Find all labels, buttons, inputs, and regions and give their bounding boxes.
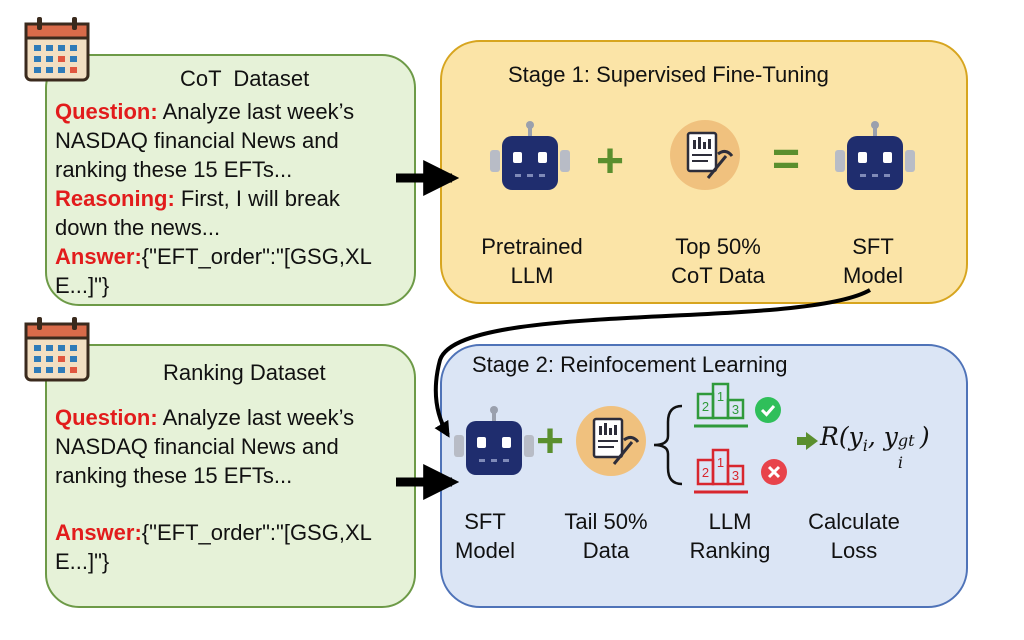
- cot-dataset-title: CoT Dataset: [180, 66, 310, 91]
- question-text: Analyze last week’s: [157, 405, 355, 430]
- top-cot-data-label: Top 50% CoT Data: [648, 232, 788, 290]
- reasoning-text: First, I will break: [174, 186, 340, 211]
- tail-data-label: Tail 50% Data: [551, 507, 661, 565]
- robot-icon: [835, 121, 915, 190]
- robot-icon: [454, 406, 534, 475]
- calendar-icon: [24, 317, 90, 382]
- arrow-sft-to-stage2: [433, 288, 871, 438]
- reward-R: R(y: [820, 422, 863, 451]
- cot-reasoning-line: Reasoning: First, I will break: [55, 184, 415, 213]
- ranking-question-line-2: NASDAQ financial News and: [55, 434, 339, 459]
- podium-2: 2: [702, 465, 709, 480]
- stage2-box: [440, 344, 968, 608]
- llm-ranking-label: LLM Ranking: [680, 507, 780, 565]
- podium-3: 3: [732, 402, 739, 417]
- sft-model-label: SFT Model: [818, 232, 928, 290]
- data-document-icon: [576, 406, 646, 476]
- answer-label: Answer:: [55, 244, 142, 269]
- question-text: Analyze last week’s: [157, 99, 355, 124]
- ranking-dataset-content: Question: Analyze last week’s NASDAQ fin…: [55, 403, 415, 490]
- podium-2: 2: [702, 399, 709, 414]
- llm-label-line2: Ranking: [689, 538, 771, 563]
- ranking-question-line: Question: Analyze last week’s: [55, 403, 415, 432]
- calculate-loss-label: Calculate Loss: [796, 507, 912, 565]
- plus-sign: +: [596, 135, 625, 188]
- sft-label-line2: Model: [843, 263, 903, 288]
- brace-icon: [653, 404, 683, 486]
- cot-reasoning-line-2: down the news...: [55, 215, 221, 240]
- calc-label-line2: Loss: [830, 538, 878, 563]
- question-label: Question:: [55, 99, 158, 124]
- cot-question-line-2: NASDAQ financial News and: [55, 128, 339, 153]
- cot-answer-line: Answer:{"EFT_order":"[GSG,XL: [55, 242, 415, 271]
- calendar-icon: [24, 17, 90, 82]
- tail-label-line1: Tail 50%: [564, 509, 648, 534]
- reward-sup: gt: [897, 431, 915, 450]
- stage1-title: Stage 1: Supervised Fine-Tuning: [508, 62, 829, 87]
- sft2-label-line2: Model: [455, 538, 515, 563]
- question-label: Question:: [55, 405, 158, 430]
- cot-answer-line-2: E...]"}: [55, 273, 110, 298]
- ranking-question-line-3: ranking these 15 EFTs...: [55, 463, 293, 488]
- calc-label-line1: Calculate: [808, 509, 900, 534]
- arrow-right-icon: [797, 432, 818, 450]
- sft2-label-line1: SFT: [464, 509, 506, 534]
- podium-red-icon: 2 1 3: [694, 448, 748, 494]
- ranking-answer-content: Answer:{"EFT_order":"[GSG,XL E...]"}: [55, 518, 415, 576]
- llm-label-line1: LLM: [708, 509, 752, 534]
- reward-close: ): [919, 422, 930, 451]
- sft-label-line1: SFT: [852, 234, 894, 259]
- check-icon: [755, 397, 781, 423]
- cot-dataset-content: Question: Analyze last week’s NASDAQ fin…: [55, 97, 415, 300]
- pretrained-label-line1: Pretrained: [481, 234, 583, 259]
- top-label-line1: Top 50%: [675, 234, 761, 259]
- data-document-icon: [670, 120, 740, 190]
- equals-sign: =: [772, 133, 801, 186]
- cot-question-line: Question: Analyze last week’s: [55, 97, 415, 126]
- pretrained-llm-label: Pretrained LLM: [463, 232, 601, 290]
- top-label-line2: CoT Data: [671, 263, 765, 288]
- ranking-dataset-title: Ranking Dataset: [163, 360, 326, 385]
- stage2-title: Stage 2: Reinfocement Learning: [472, 352, 788, 377]
- reward-comma: , y: [867, 422, 898, 451]
- cross-icon: [761, 459, 787, 485]
- answer-text: {"EFT_order":"[GSG,XL: [141, 244, 372, 269]
- podium-3: 3: [732, 468, 739, 483]
- ranking-answer-line: Answer:{"EFT_order":"[GSG,XL: [55, 518, 415, 547]
- reward-sub: i: [862, 436, 868, 455]
- ranking-answer-line-2: E...]"}: [55, 549, 110, 574]
- podium-green-icon: 2 1 3: [694, 382, 748, 428]
- cot-dataset-box: [45, 54, 416, 306]
- sft-model-label-2: SFT Model: [440, 507, 530, 565]
- pretrained-label-line2: LLM: [510, 263, 554, 288]
- cot-question-line-3: ranking these 15 EFTs...: [55, 157, 293, 182]
- answer-text: {"EFT_order":"[GSG,XL: [141, 520, 372, 545]
- robot-icon: [490, 121, 570, 190]
- answer-label: Answer:: [55, 520, 142, 545]
- plus-sign: +: [536, 415, 565, 468]
- podium-1: 1: [717, 389, 724, 404]
- ranking-dataset-box: [45, 344, 416, 608]
- tail-label-line2: Data: [582, 538, 630, 563]
- reasoning-label: Reasoning:: [55, 186, 175, 211]
- podium-1: 1: [717, 455, 724, 470]
- reward-sub-2: i: [897, 453, 903, 472]
